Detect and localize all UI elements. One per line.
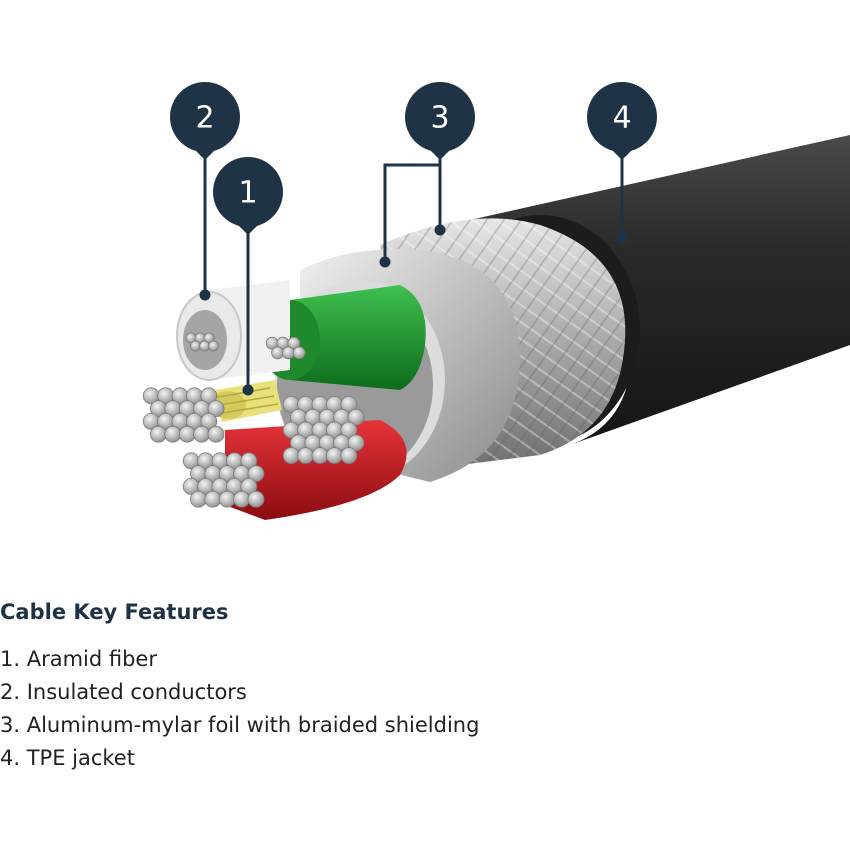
strand-40 [282,447,300,465]
strand-29 [347,408,365,426]
strand-74 [190,340,201,352]
callout-2-number: 2 [195,101,214,136]
strand-24 [340,395,358,413]
callout-4-number: 4 [612,101,631,136]
strand-14 [200,412,218,430]
strand-61 [204,490,222,508]
callout-1: 1 [213,157,283,235]
strand-70 [292,346,306,360]
strand-34 [340,421,358,439]
feature-item-4: 4. TPE jacket [0,746,135,770]
strand-15 [149,425,167,443]
strand-69 [281,346,295,360]
strand-4 [200,387,218,405]
feature-item-1: 1. Aramid fiber [0,647,157,671]
feature-item-2: 2. Insulated conductors [0,680,247,704]
strand-44 [340,447,358,465]
strand-41 [297,447,315,465]
strand-68 [271,346,285,360]
callout-3-number: 3 [430,101,449,136]
callout-2: 2 [170,82,240,160]
conductor-strands [142,332,365,508]
strand-39 [347,434,365,452]
strand-73 [203,332,215,344]
strand-49 [240,452,258,470]
strand-43 [325,447,343,465]
feature-item-3: 3. Aluminum-mylar foil with braided shie… [0,713,480,737]
strand-64 [247,490,265,508]
callout-3: 3 [405,82,475,160]
strand-62 [218,490,236,508]
strand-75 [199,340,210,352]
strand-19 [207,425,225,443]
cable-diagram: 2 1 3 4 [142,82,850,520]
strand-16 [164,425,182,443]
strand-63 [233,490,251,508]
features-list: 1. Aramid fiber 2. Insulated conductors … [0,643,850,775]
strand-59 [240,477,258,495]
strand-76 [208,340,219,352]
strand-54 [247,465,265,483]
features-title: Cable Key Features [0,600,229,624]
callout-leaders [199,150,628,396]
strand-17 [178,425,196,443]
strand-9 [207,400,225,418]
strand-67 [287,336,301,350]
callout-4: 4 [587,82,657,160]
callout-1-number: 1 [238,176,257,211]
features-panel: Cable Key Features 1. Aramid fiber 2. In… [0,597,850,775]
strand-60 [189,490,207,508]
strand-18 [193,425,211,443]
strand-42 [311,447,329,465]
white-conductor [176,280,290,381]
